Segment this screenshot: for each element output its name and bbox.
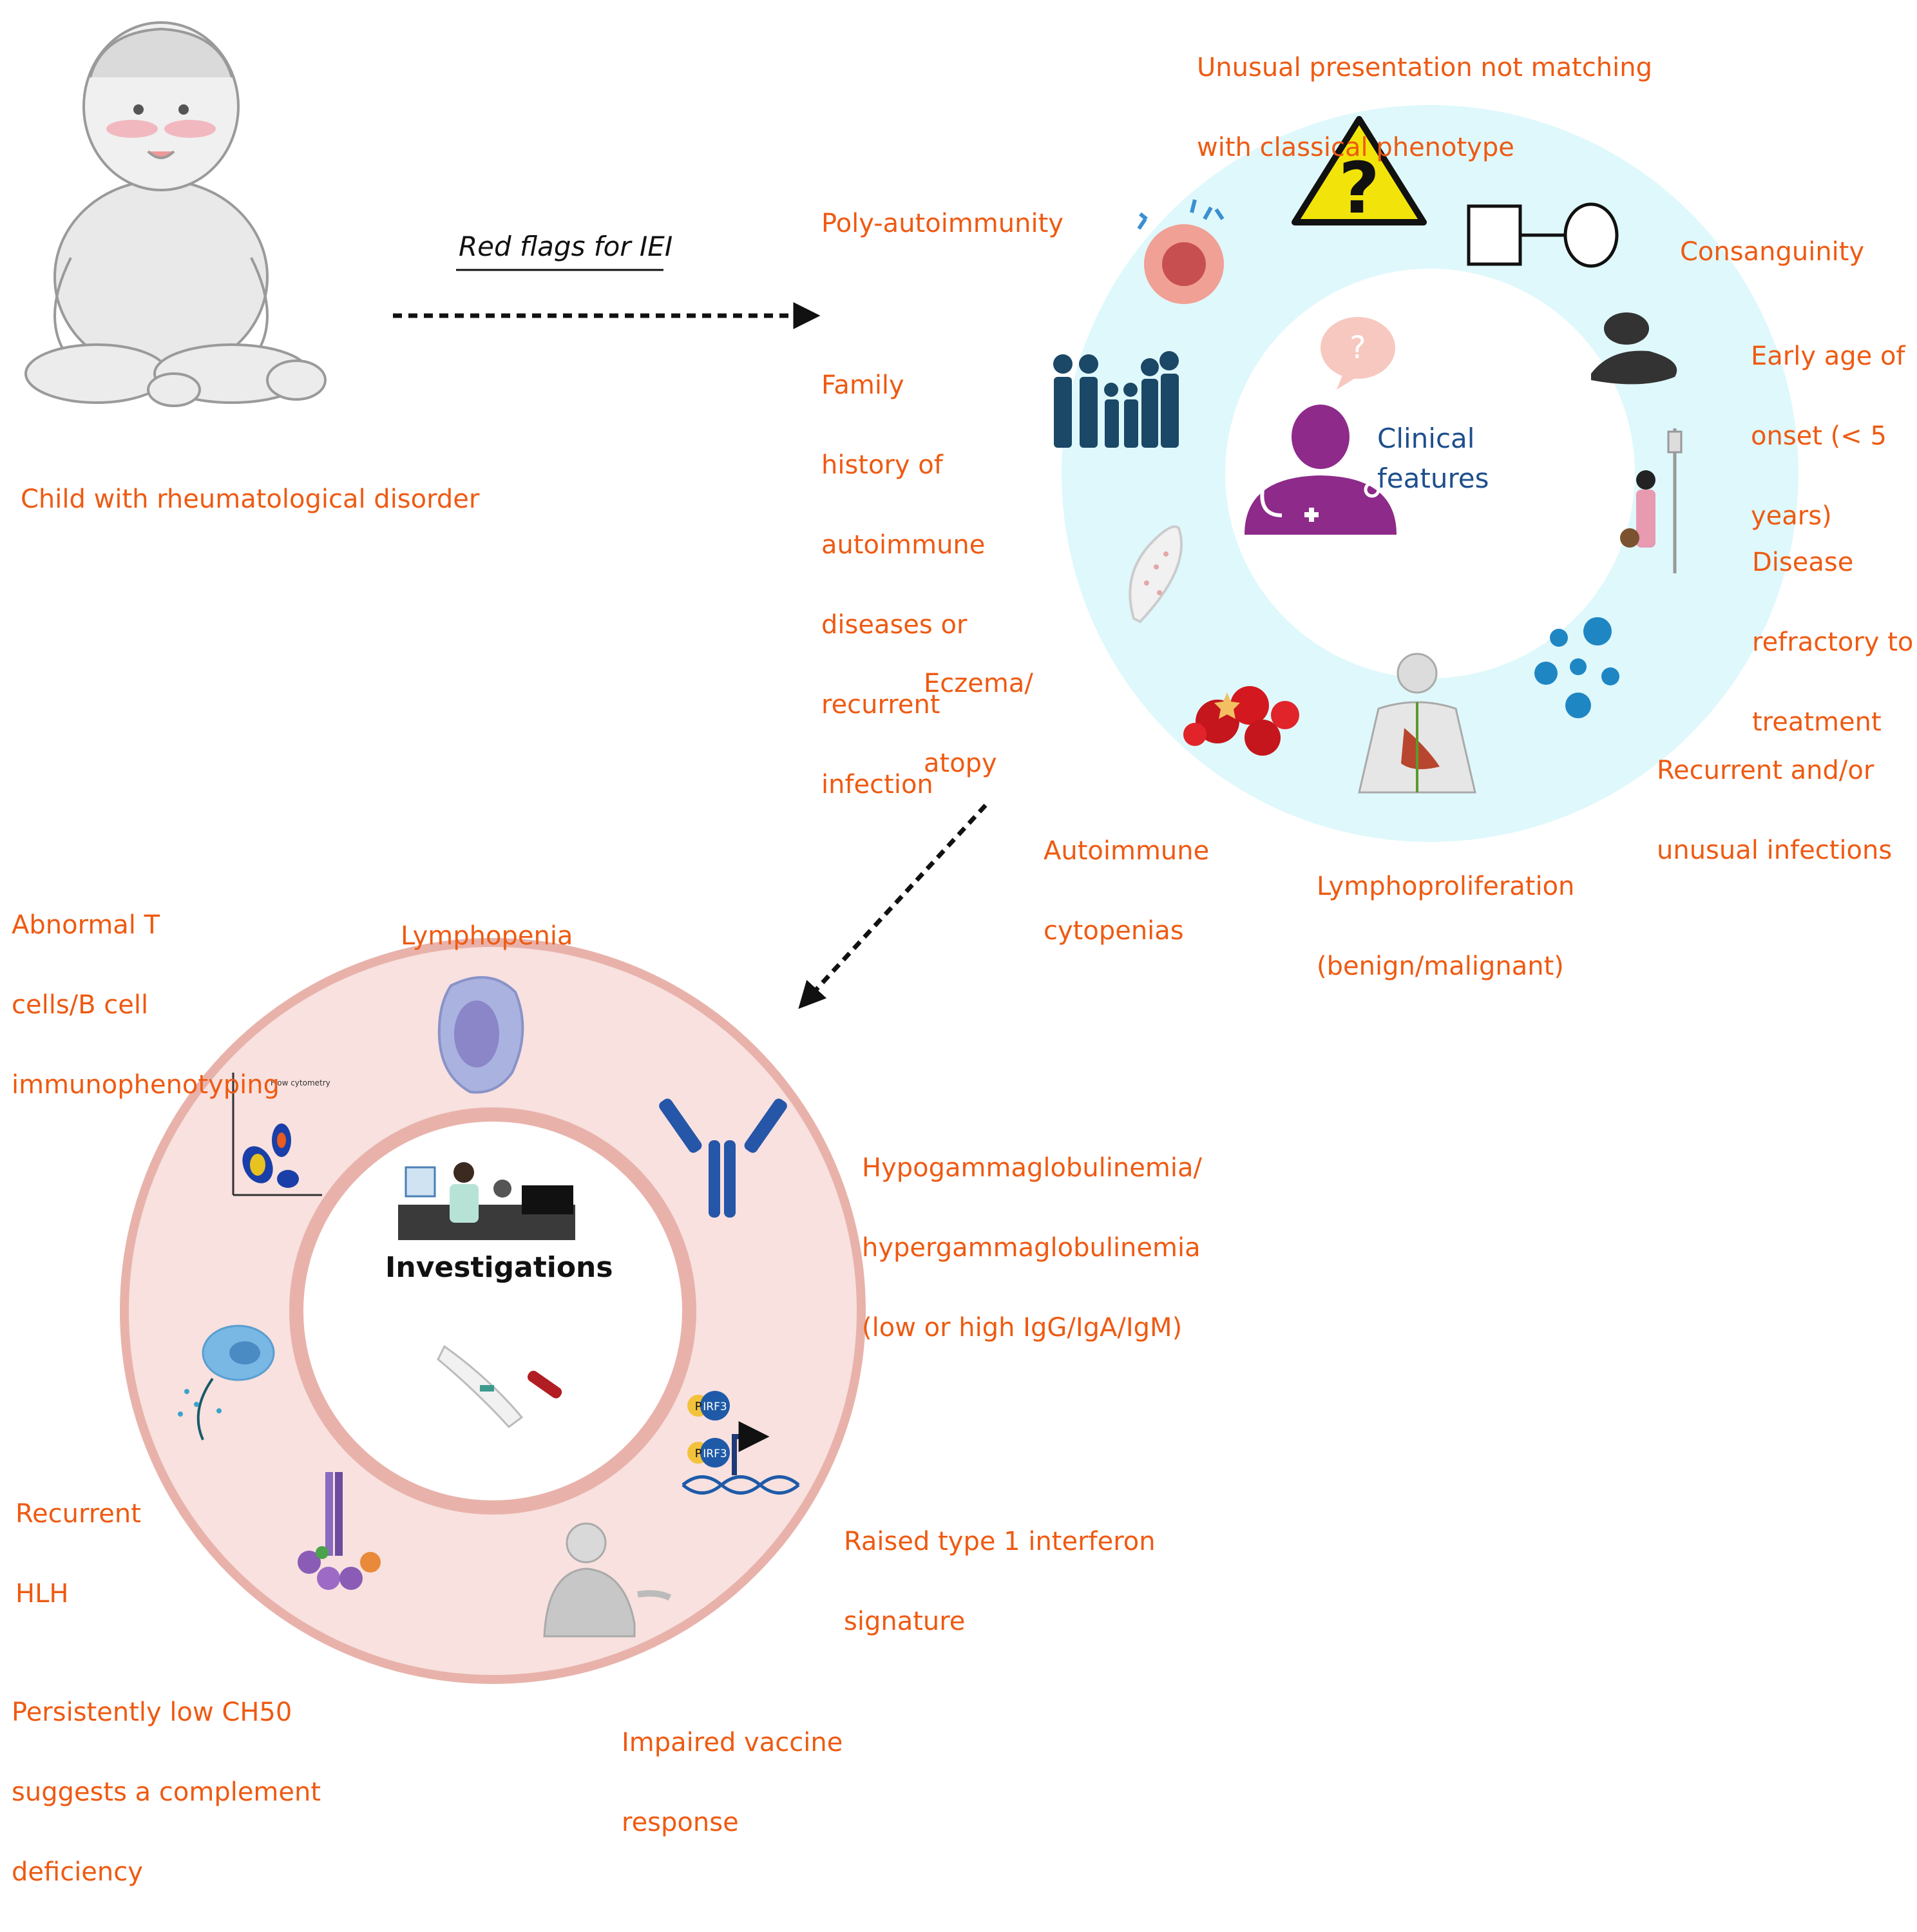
lymphoproliferation-body-icon xyxy=(1358,653,1476,794)
iv-stand-icon xyxy=(1620,428,1683,573)
lymphopenia-cell-icon xyxy=(437,976,524,1094)
label-autoimmune-cytopenias: Autoimmune cytopenias xyxy=(1044,836,1210,946)
pedigree-icon xyxy=(1467,202,1619,268)
label-interferon-signature: Raised type 1 interferon signature xyxy=(844,1527,1156,1636)
red-blood-cells-icon xyxy=(1183,686,1299,756)
label-abnormal-t-cells: Abnormal T cells/B cell immunophenotypin… xyxy=(12,910,280,1100)
family-icon xyxy=(1053,351,1179,448)
irf3-icon: P IRF3 P IRF3 xyxy=(682,1391,800,1495)
early-age-child-icon xyxy=(1591,312,1677,385)
label-hypogammaglobulinemia: Hypogammaglobulinemia/ hypergammaglobuli… xyxy=(862,1153,1202,1343)
label-lymphoproliferation: Lymphoproliferation (benign/malignant) xyxy=(1317,872,1575,981)
question-bubble-icon: ? xyxy=(1321,317,1395,390)
svg-text:IRF3: IRF3 xyxy=(703,1448,727,1460)
eczema-arm-icon xyxy=(1129,525,1183,624)
label-eczema-atopy: Eczema/ atopy xyxy=(924,669,1033,778)
hlh-cell-icon xyxy=(178,1325,275,1440)
child-label: Child with rheumatological disorder xyxy=(21,484,480,514)
investigations-title: Investigations xyxy=(385,1251,613,1284)
svg-text:IRF3: IRF3 xyxy=(703,1401,727,1413)
label-impaired-vaccine: Impaired vaccine response xyxy=(622,1728,843,1837)
child-illustration xyxy=(24,21,327,407)
investigations-inner-circle xyxy=(289,1107,696,1515)
doctor-icon xyxy=(1245,405,1397,535)
label-recurrent-hlh: Recurrent HLH xyxy=(15,1499,141,1609)
diagram-canvas: ? ? xyxy=(24,21,1798,1684)
label-low-ch50: Persistently low CH50 suggests a complem… xyxy=(12,1698,321,1887)
clinical-features-title: Clinical features xyxy=(1377,423,1489,494)
vaccine-person-icon xyxy=(543,1522,672,1638)
clinical-inner-circle xyxy=(1225,269,1635,678)
autoimmune-cell-icon xyxy=(1137,199,1225,304)
label-unusual-presentation: Unusual presentation not matching with c… xyxy=(1197,53,1652,162)
label-early-age: Early age of onset (< 5 years) xyxy=(1751,341,1905,531)
antibody-icon xyxy=(659,1098,787,1218)
flow-cytometry-plot-icon: Flow cytometry xyxy=(232,1073,330,1196)
svg-text:?: ? xyxy=(1339,147,1380,229)
svg-text:Flow cytometry: Flow cytometry xyxy=(271,1078,330,1087)
warning-icon: ? xyxy=(1292,116,1427,229)
label-poly-autoimmunity: Poly-autoimmunity xyxy=(821,209,1063,238)
blood-draw-icon xyxy=(437,1344,562,1429)
lab-scientist-icon xyxy=(398,1162,575,1240)
svg-text:?: ? xyxy=(1350,330,1366,366)
label-family-history: Family history of autoimmune diseases or… xyxy=(821,370,986,799)
svg-text:P: P xyxy=(695,1447,702,1460)
virus-icon xyxy=(1534,617,1619,718)
red-flags-label: Red flags for IEI xyxy=(459,231,673,262)
label-recurrent-infections: Recurrent and/or unusual infections xyxy=(1657,756,1893,865)
label-disease-refractory: Disease refractory to treatment xyxy=(1752,548,1914,737)
svg-text:P: P xyxy=(695,1400,702,1413)
complement-complex-icon xyxy=(298,1472,381,1590)
label-lymphopenia: Lymphopenia xyxy=(401,921,573,951)
label-consanguinity: Consanguinity xyxy=(1680,237,1865,267)
